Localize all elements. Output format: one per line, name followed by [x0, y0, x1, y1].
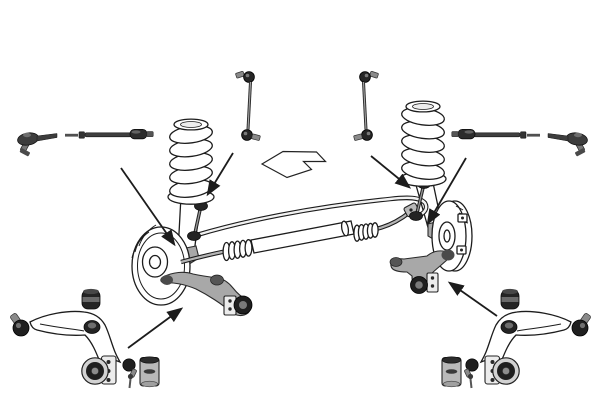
brake-disc-hub-left [131, 224, 200, 306]
pointer-arrows-layer [120, 152, 498, 349]
pointer-arrow-4 [426, 157, 467, 226]
pointer-arrow-6 [447, 281, 498, 317]
stabilizer-bar [196, 195, 429, 238]
rack-bellows-right [353, 222, 379, 242]
rack-bellows-left [222, 239, 253, 262]
steering-rack-with-bellows [180, 202, 420, 265]
direction-arrow [260, 150, 327, 179]
coil-spring-right [399, 100, 447, 187]
pointer-arrow-5 [127, 307, 184, 349]
pointer-arrow-3 [370, 155, 412, 189]
coil-spring-left [167, 118, 215, 205]
control-arm-installed-left [160, 271, 253, 317]
pointer-arrow-2 [206, 152, 234, 197]
control-arm-installed-right [389, 249, 455, 294]
pointer-arrow-1 [120, 167, 176, 247]
